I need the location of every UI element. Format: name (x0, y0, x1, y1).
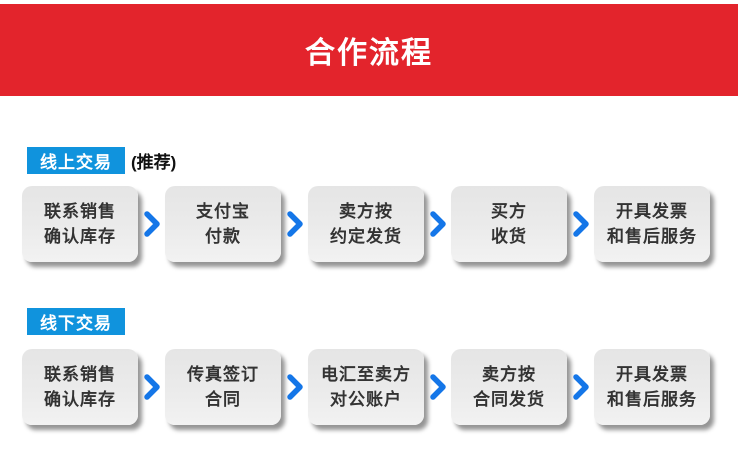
step-line: 合同发货 (473, 390, 545, 409)
step-line: 确认库存 (44, 227, 116, 246)
step-line: 传真签订 (187, 365, 259, 384)
step-box-alipay-payment: 支付宝 付款 (165, 186, 281, 262)
step-line: 约定发货 (330, 227, 402, 246)
step-box-contact-sales: 联系销售 确认库存 (22, 349, 138, 425)
step-line: 联系销售 (44, 202, 116, 221)
step-line: 买方 (491, 202, 527, 221)
step-box-invoice-aftersales: 开具发票 和售后服务 (594, 186, 710, 262)
cooperation-flow-infographic: 合作流程 线上交易 (推荐) 联系销售 确认库存 支付宝 付款 卖方按 (0, 4, 750, 476)
step-line: 确认库存 (44, 390, 116, 409)
step-line: 卖方按 (482, 365, 536, 384)
step-line: 和售后服务 (607, 390, 697, 409)
header-banner: 合作流程 (0, 4, 738, 96)
step-box-seller-ships-contract: 卖方按 合同发货 (451, 349, 567, 425)
chevron-right-icon (567, 186, 594, 262)
step-box-wire-transfer: 电汇至卖方 对公账户 (308, 349, 424, 425)
online-transaction-section: 线上交易 (推荐) 联系销售 确认库存 支付宝 付款 卖方按 约定发货 (0, 147, 750, 262)
offline-label-row: 线下交易 (27, 308, 750, 335)
step-box-seller-ships-agreed: 卖方按 约定发货 (308, 186, 424, 262)
step-line: 卖方按 (339, 202, 393, 221)
chevron-right-icon (567, 349, 594, 425)
chevron-right-icon (281, 349, 308, 425)
step-line: 电汇至卖方 (321, 365, 411, 384)
offline-transaction-section: 线下交易 联系销售 确认库存 传真签订 合同 电汇至卖方 对公账户 (0, 308, 750, 425)
online-label-row: 线上交易 (推荐) (27, 147, 750, 174)
step-line: 对公账户 (330, 390, 402, 409)
page-title: 合作流程 (305, 37, 433, 70)
step-box-buyer-receives: 买方 收货 (451, 186, 567, 262)
chevron-right-icon (424, 186, 451, 262)
offline-steps-row: 联系销售 确认库存 传真签订 合同 电汇至卖方 对公账户 卖方按 (22, 349, 750, 425)
step-line: 开具发票 (616, 365, 688, 384)
recommended-note: (推荐) (131, 153, 177, 172)
online-steps-row: 联系销售 确认库存 支付宝 付款 卖方按 约定发货 买方 收货 (22, 186, 750, 262)
step-line: 开具发票 (616, 202, 688, 221)
offline-transaction-badge: 线下交易 (27, 308, 125, 335)
step-line: 联系销售 (44, 365, 116, 384)
step-box-invoice-aftersales: 开具发票 和售后服务 (594, 349, 710, 425)
step-line: 合同 (205, 390, 241, 409)
chevron-right-icon (138, 349, 165, 425)
step-box-contact-sales: 联系销售 确认库存 (22, 186, 138, 262)
chevron-right-icon (424, 349, 451, 425)
step-line: 收货 (491, 227, 527, 246)
step-line: 付款 (205, 227, 241, 246)
step-line: 和售后服务 (607, 227, 697, 246)
step-box-fax-contract: 传真签订 合同 (165, 349, 281, 425)
chevron-right-icon (138, 186, 165, 262)
step-line: 支付宝 (196, 202, 250, 221)
chevron-right-icon (281, 186, 308, 262)
online-transaction-badge: 线上交易 (27, 147, 125, 174)
